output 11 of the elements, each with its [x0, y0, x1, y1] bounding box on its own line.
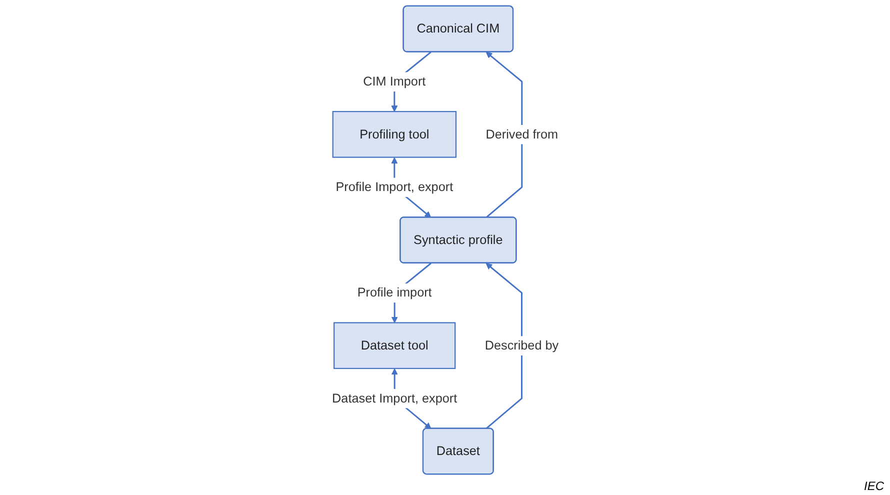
edge-label: Profile Import, export: [335, 180, 453, 194]
source-note: IEC: [864, 479, 884, 493]
edge-label: Described by: [484, 338, 558, 352]
edge-label: CIM Import: [362, 74, 426, 88]
node-box: Profiling tool: [332, 110, 456, 158]
arrow: [485, 52, 522, 218]
arrow: [485, 262, 522, 430]
edge-label: Profile import: [357, 286, 432, 300]
edge-label: Dataset Import, export: [332, 391, 457, 406]
edge-label: Derived from: [485, 127, 558, 142]
node-box: Dataset tool: [333, 322, 456, 370]
